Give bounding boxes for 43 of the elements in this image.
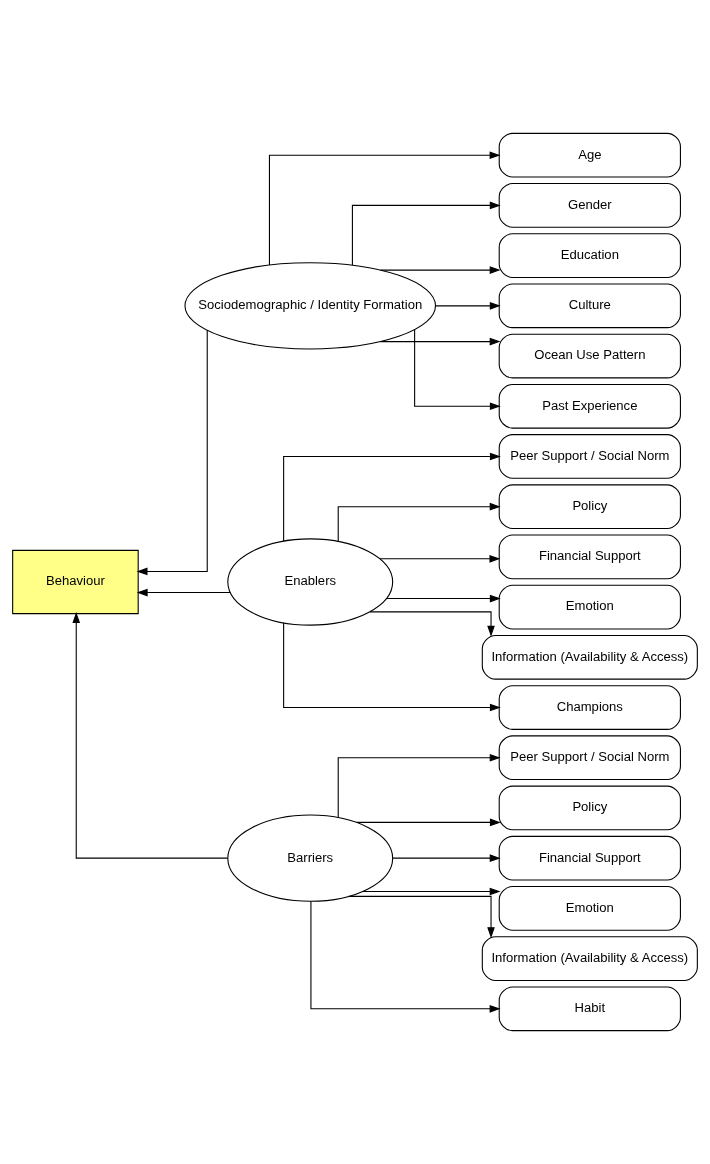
node-box: Policy [498,785,681,831]
node-box: Financial Support [498,835,681,881]
node-box: Emotion [498,886,681,931]
arrow [379,555,501,563]
node-ellipse: Enablers [227,538,394,626]
node-box: Habit [498,986,681,1032]
arrow [369,611,495,637]
node-box: Emotion [498,584,681,630]
arrow [72,612,229,859]
arrow [362,887,501,896]
arrow [386,594,501,603]
arrow [351,201,501,266]
arrow [414,329,501,411]
node-box: Education [498,233,681,278]
arrow [268,151,501,266]
node-box: Behaviour [12,549,139,615]
arrow [136,588,231,597]
node-box: Information (Availability & Access) [481,936,698,981]
arrow [337,753,501,818]
node-box: Age [498,132,681,178]
node-box: Champions [498,685,681,730]
arrow [283,452,501,542]
node-box: Policy [498,484,681,530]
arrow [310,900,501,1013]
arrow [435,302,501,310]
arrow [136,329,208,576]
node-box: Financial Support [498,534,681,580]
arrow [337,502,501,542]
arrow [379,337,501,346]
arrow [348,895,495,939]
node-box: Past Experience [498,383,681,429]
node-box: Gender [498,183,681,228]
arrow [392,854,501,862]
node-box: Peer Support / Social Norm [498,735,681,781]
arrow [379,266,501,274]
node-box: Information (Availability & Access) [481,634,698,680]
arrow [355,818,501,827]
node-ellipse: Sociodemographic / Identity Formation [184,262,437,350]
node-box: Ocean Use Pattern [498,333,681,379]
node-box: Peer Support / Social Norm [498,434,681,479]
arrow [283,622,501,712]
node-ellipse: Barriers [227,814,394,902]
node-box: Culture [498,283,681,329]
